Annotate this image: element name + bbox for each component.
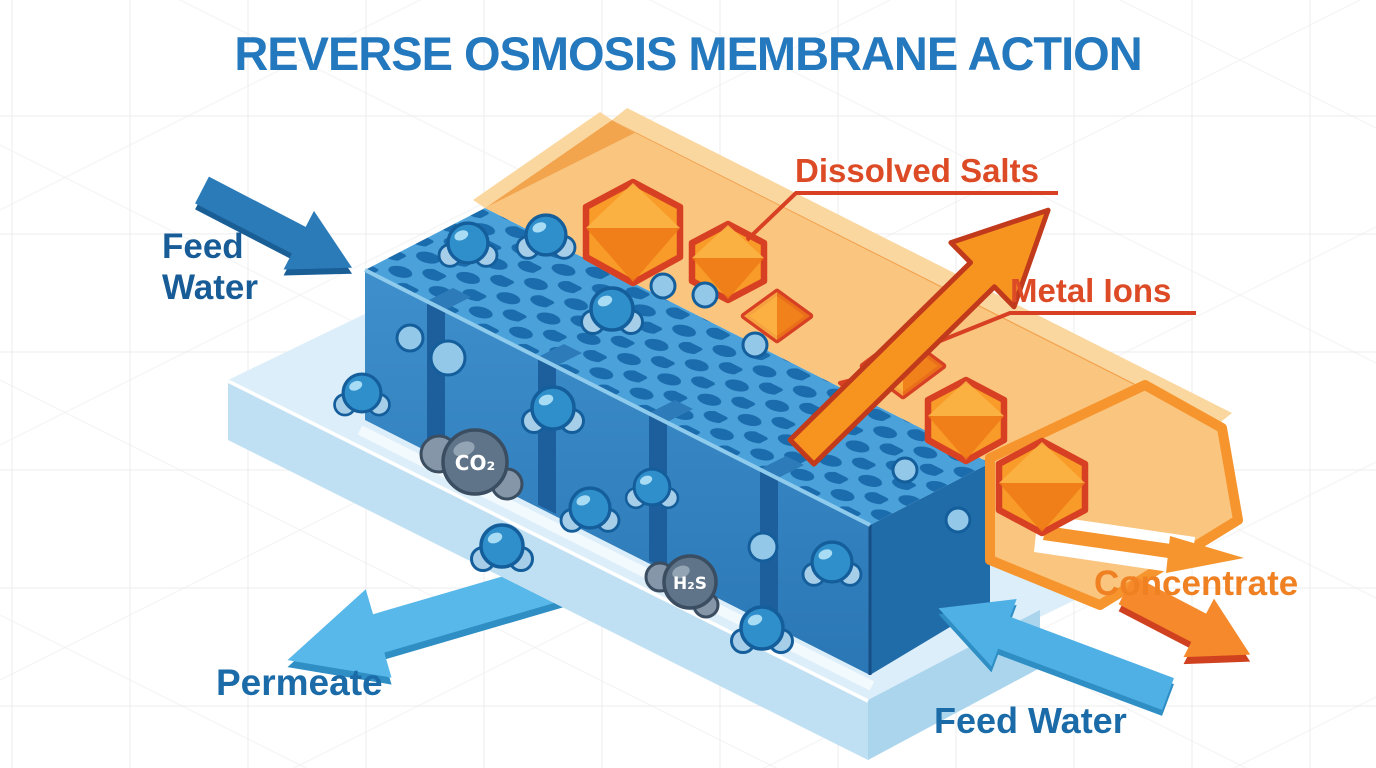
water-molecule xyxy=(691,281,719,309)
leader-line-dissolved-salts xyxy=(745,191,1058,242)
water-molecule xyxy=(741,331,769,359)
membrane-notches xyxy=(427,288,804,478)
feed-water-in-line2: Water xyxy=(162,268,258,308)
concentrate-label: Concentrate xyxy=(1094,564,1299,603)
water-molecule xyxy=(429,339,467,377)
permeate-label: Permeate xyxy=(216,662,383,703)
page-title: REVERSE OSMOSIS MEMBRANE ACTION xyxy=(234,27,1142,80)
concentrate-arrow xyxy=(1118,575,1251,665)
salt-crystal xyxy=(582,178,684,287)
salt-crystal xyxy=(924,376,1008,465)
concentrate-flat-arrow xyxy=(1043,526,1244,573)
feed-water-in-label: Feed Water xyxy=(162,226,258,309)
dissolved-salts-label: Dissolved Salts xyxy=(795,152,1039,189)
water-molecule xyxy=(747,531,779,563)
dissolved-salts-arrow xyxy=(787,207,1051,467)
metal-ions-label: Metal Ions xyxy=(1010,272,1172,309)
water-molecule xyxy=(944,506,972,534)
feed-water-in-arrow xyxy=(195,176,353,276)
h2s-molecule: H₂S xyxy=(644,554,720,619)
h2s-label: H₂S xyxy=(673,574,707,594)
feed-water-bottom-label: Feed Water xyxy=(934,700,1127,741)
salt-crystal xyxy=(995,437,1089,537)
co2-molecule: CO₂ xyxy=(419,428,524,501)
salt-crystal xyxy=(740,288,814,344)
feed-water-in-line1: Feed xyxy=(162,227,244,266)
feed-water-bottom-arrow xyxy=(938,598,1174,716)
water-molecule xyxy=(891,456,919,484)
water-molecules xyxy=(332,213,972,655)
co2-label: CO₂ xyxy=(455,451,495,475)
water-molecule xyxy=(395,323,425,353)
salt-crystal xyxy=(688,220,768,304)
water-molecule xyxy=(649,272,677,300)
